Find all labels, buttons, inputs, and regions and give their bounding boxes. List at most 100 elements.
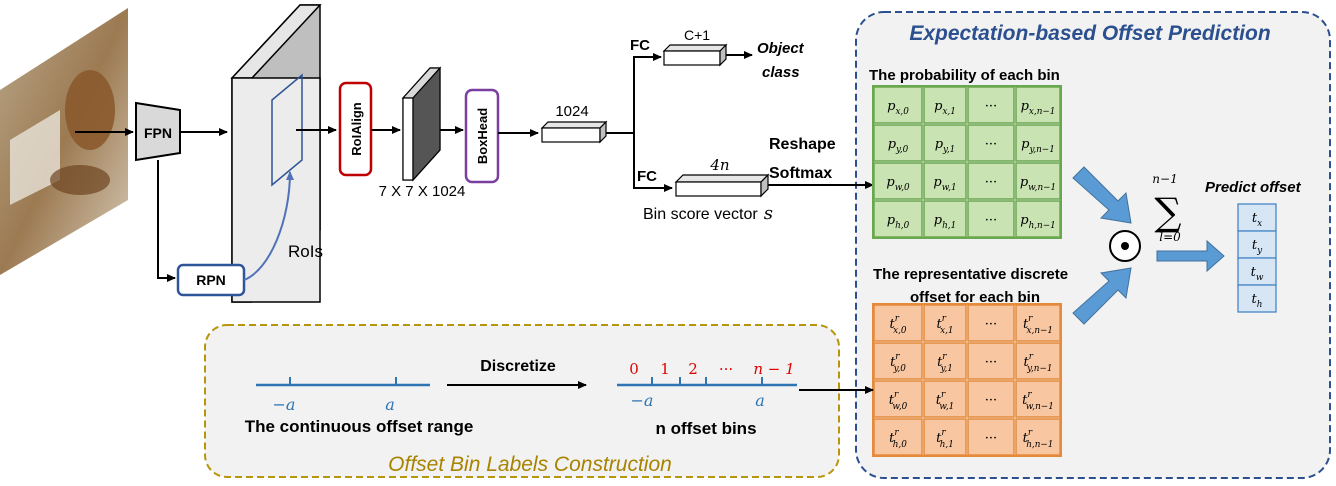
matrix-cell: ph,1 <box>923 200 967 238</box>
matrix-cell: pw,0 <box>873 162 923 200</box>
svg-text:trh,0: trh,0 <box>889 428 907 450</box>
sum-upper: n−1 <box>1152 172 1177 186</box>
boxhead-label: BoxHead <box>475 108 490 164</box>
predict-cell: tw <box>1237 257 1277 286</box>
fc-bottom-label: FC <box>637 168 657 185</box>
hadamard-dot <box>1121 242 1129 250</box>
svg-text:ph,1: ph,1 <box>934 213 956 231</box>
svg-text:···: ··· <box>985 355 997 370</box>
svg-text:px,0: px,0 <box>887 99 909 117</box>
matrix-cell: pw,n−1 <box>1015 162 1061 200</box>
bins-axis <box>617 377 797 387</box>
bin-index: ··· <box>719 360 733 378</box>
softmax-label: Softmax <box>769 165 832 182</box>
feature-vector <box>540 120 608 144</box>
bin-labels-region <box>204 324 840 478</box>
roi-feature-block <box>401 66 442 182</box>
matrix-cell: py,0 <box>873 124 923 162</box>
predict-cell: tx <box>1237 203 1277 232</box>
continuous-pos-a: a <box>385 395 395 414</box>
svg-text:try,n−1: try,n−1 <box>1024 352 1053 374</box>
svg-text:pw,1: pw,1 <box>933 175 956 193</box>
bins-caption: n offset bins <box>655 419 756 438</box>
svg-text:try,1: try,1 <box>937 352 953 374</box>
matrix-cell: ph,n−1 <box>1015 200 1061 238</box>
matrix-cell: ··· <box>967 124 1015 162</box>
svg-text:ph,0: ph,0 <box>887 213 910 231</box>
bin-index: 1 <box>660 360 670 378</box>
rep-title-1: The representative discrete <box>873 266 1068 283</box>
matrix-cell: pw,1 <box>923 162 967 200</box>
matrix-cell: ··· <box>967 86 1015 124</box>
prob-title: The probability of each bin <box>869 67 1060 84</box>
continuous-neg-a: −a <box>273 395 296 414</box>
matrix-cell: py,n−1 <box>1015 124 1061 162</box>
blue-arrow-up <box>1072 267 1132 325</box>
svg-text:trw,1: trw,1 <box>936 390 955 412</box>
object-class-label-2: class <box>762 64 800 81</box>
boxhead-block: BoxHead <box>464 88 500 184</box>
matrix-cell: px,n−1 <box>1015 86 1061 124</box>
class-vector <box>662 43 728 67</box>
svg-text:px,1: px,1 <box>934 99 956 117</box>
rpn-block: RPN <box>176 263 246 297</box>
matrix-cell: ··· <box>967 418 1015 456</box>
feature-dim-label: 1024 <box>555 103 588 120</box>
svg-text:trx,n−1: trx,n−1 <box>1023 314 1053 336</box>
svg-text:···: ··· <box>985 175 997 190</box>
svg-text:···: ··· <box>985 213 997 228</box>
bin-score-dim: 4n <box>709 156 729 174</box>
matrix-cell: py,1 <box>923 124 967 162</box>
object-class-label-1: Object <box>757 40 805 57</box>
rpn-label: RPN <box>196 272 226 288</box>
bin-score-symbol: s <box>764 203 773 224</box>
matrix-cell: ph,0 <box>873 200 923 238</box>
svg-text:···: ··· <box>985 431 997 446</box>
discretize-label: Discretize <box>480 358 556 375</box>
matrix-cell: px,0 <box>873 86 923 124</box>
roialign-block: RoIAlign <box>338 81 373 177</box>
matrix-cell: ··· <box>967 380 1015 418</box>
matrix-cell: ··· <box>967 162 1015 200</box>
svg-text:th: th <box>1252 292 1263 310</box>
svg-text:try,0: try,0 <box>890 352 906 374</box>
roi-box <box>271 73 303 187</box>
matrix-cell: ··· <box>967 200 1015 238</box>
matrix-cell: ··· <box>967 304 1015 342</box>
roialign-label: RoIAlign <box>349 102 364 155</box>
svg-text:···: ··· <box>985 137 997 152</box>
svg-text:trw,0: trw,0 <box>889 390 908 412</box>
bins-neg-a: −a <box>631 391 654 410</box>
roi-feature-size: 7 X 7 X 1024 <box>379 183 466 200</box>
bin-index: n − 1 <box>753 360 794 378</box>
svg-text:pw,0: pw,0 <box>886 175 910 193</box>
svg-text:px,n−1: px,n−1 <box>1021 99 1056 117</box>
input-image <box>0 8 128 275</box>
bin-score-vector <box>674 173 770 198</box>
bin-index: 0 <box>629 360 639 378</box>
svg-text:ph,n−1: ph,n−1 <box>1020 213 1056 231</box>
svg-text:trx,0: trx,0 <box>889 314 906 336</box>
expectation-title: Expectation-based Offset Prediction <box>909 22 1270 45</box>
fc-top-label: FC <box>630 37 650 54</box>
svg-text:ty: ty <box>1252 238 1263 256</box>
continuous-axis <box>256 377 430 387</box>
matrix-cell: ··· <box>967 342 1015 380</box>
svg-text:trh,n−1: trh,n−1 <box>1023 428 1054 450</box>
sum-lower: l=0 <box>1159 230 1181 244</box>
svg-text:···: ··· <box>985 393 997 408</box>
svg-text:pw,n−1: pw,n−1 <box>1020 175 1056 193</box>
